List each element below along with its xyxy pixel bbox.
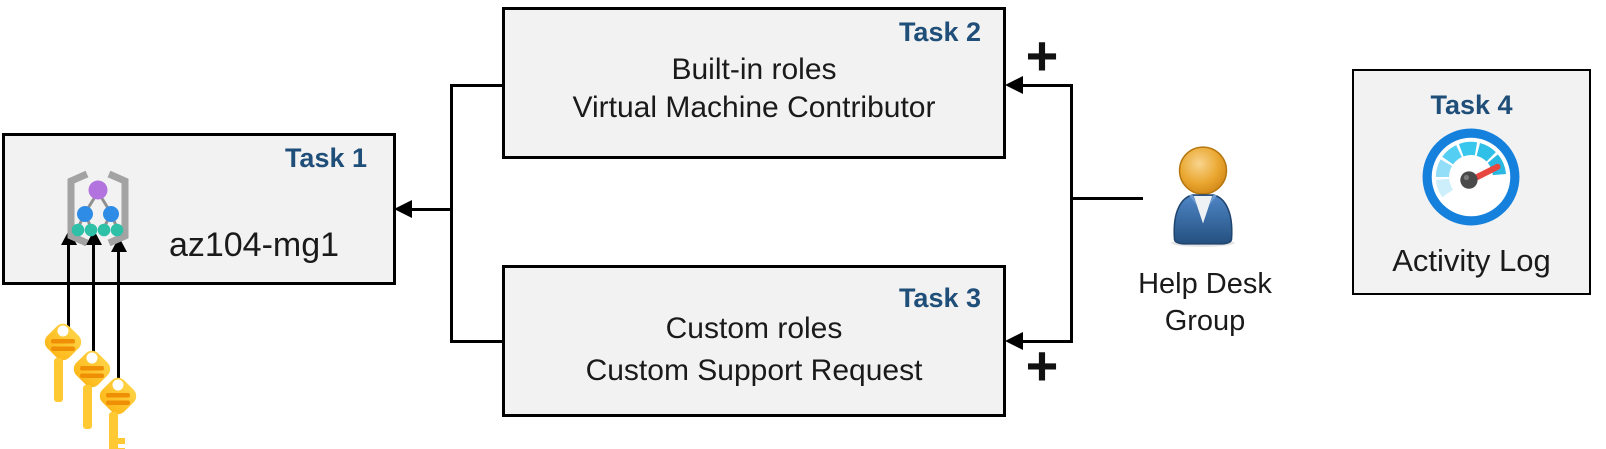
three-keys-icon — [44, 323, 137, 449]
connector-to-task3 — [1020, 340, 1073, 343]
task2-title: Task 2 — [898, 17, 981, 47]
connector-to-task2 — [1020, 84, 1073, 87]
task4-label: Activity Log — [1392, 243, 1551, 278]
task3-title: Task 3 — [898, 283, 981, 313]
task1-label: az104-mg1 — [168, 226, 340, 264]
arrowhead-into-task3 — [1005, 332, 1023, 350]
user-person-icon — [1171, 146, 1235, 247]
plus-icon-task3: + — [1025, 334, 1059, 397]
key-arrow1-shaft — [67, 243, 70, 329]
connector-bracket-vertical — [450, 84, 453, 343]
task2-box: Task 2 Built-in roles Virtual Machine Co… — [502, 7, 1006, 159]
arrowhead-into-task2 — [1005, 76, 1023, 94]
plus-icon-task2: + — [1025, 24, 1059, 87]
connector-from-helpdesk — [1070, 197, 1143, 200]
connector-bracket-bottom — [450, 340, 504, 343]
task3-box: Task 3 Custom roles Custom Support Reque… — [502, 265, 1006, 417]
task2-line2: Virtual Machine Contributor — [572, 91, 936, 124]
arrowhead-into-task1 — [394, 200, 412, 218]
key-arrow2-shaft — [92, 243, 95, 355]
connector-helpdesk-vertical — [1070, 84, 1073, 343]
connector-bracket-top — [450, 84, 504, 87]
task3-line1: Custom roles — [665, 312, 843, 345]
help-desk-label: Help Desk Group — [1095, 266, 1315, 340]
task3-line2: Custom Support Request — [585, 354, 923, 387]
task4-title: Task 4 — [1430, 90, 1513, 120]
activity-log-gauge-icon — [1422, 128, 1520, 226]
key-icon-2 — [73, 350, 111, 429]
task1-title: Task 1 — [284, 143, 367, 173]
management-group-icon — [67, 170, 129, 247]
key-icon-1 — [44, 323, 82, 402]
task2-line1: Built-in roles — [671, 53, 837, 86]
connector-to-task1 — [410, 208, 453, 211]
key-arrow3-shaft — [117, 250, 120, 382]
key-icon-3 — [99, 377, 137, 449]
help-desk-label-line1: Help Desk — [1138, 268, 1272, 300]
help-desk-label-line2: Group — [1164, 305, 1246, 337]
